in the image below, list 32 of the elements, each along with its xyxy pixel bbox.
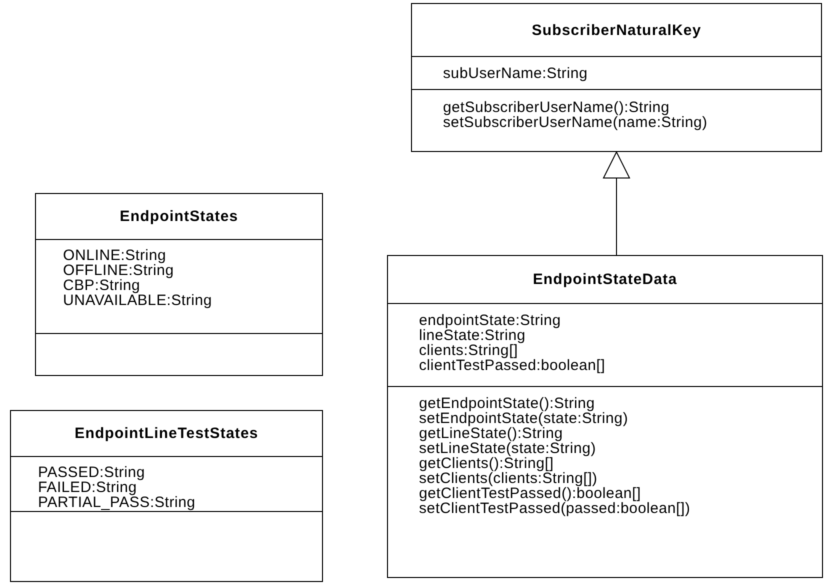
- member-text: clients:String[]: [419, 343, 518, 358]
- member-text: getLineState():String: [419, 426, 563, 441]
- member-text: getClients():String[]: [419, 456, 554, 471]
- member-text: CBP:String: [63, 278, 140, 293]
- class-name: EndpointStates: [118, 208, 240, 225]
- member-text: subUserName:String: [443, 66, 588, 81]
- member-text: clientTestPassed:boolean[]: [419, 358, 606, 373]
- class-compartment: [11, 456, 322, 511]
- class-box: [411, 3, 822, 152]
- class-box: [35, 193, 323, 376]
- class-name: SubscriberNaturalKey: [530, 22, 702, 38]
- inheritance-arrow: [603, 152, 630, 256]
- member-text: setEndpointState(state:String): [419, 411, 628, 426]
- member-text: OFFLINE:String: [63, 263, 174, 278]
- class-box: [387, 255, 823, 578]
- member-text: FAILED:String: [38, 480, 137, 495]
- member-text: setLineState(state:String): [419, 441, 596, 456]
- member-text: PASSED:String: [38, 465, 145, 480]
- member-text: getClientTestPassed():boolean[]: [419, 486, 641, 501]
- class-box: [10, 410, 323, 582]
- member-text: PARTIAL_PASS:String: [38, 495, 196, 510]
- member-text: endpointState:String: [419, 313, 561, 328]
- member-text: setClientTestPassed(passed:boolean[]): [419, 501, 690, 516]
- member-text: setSubscriberUserName(name:String): [443, 115, 708, 130]
- member-text: ONLINE:String: [63, 248, 166, 263]
- member-text: getEndpointState():String: [419, 396, 595, 411]
- member-text: getSubscriberUserName():String: [443, 100, 670, 115]
- class-name: EndpointLineTestStates: [74, 425, 260, 442]
- member-text: lineState:String: [419, 328, 526, 343]
- member-text: UNAVAILABLE:String: [63, 293, 212, 308]
- member-text: setClients(clients:String[]): [419, 471, 598, 486]
- class-name: EndpointStateData: [532, 271, 678, 288]
